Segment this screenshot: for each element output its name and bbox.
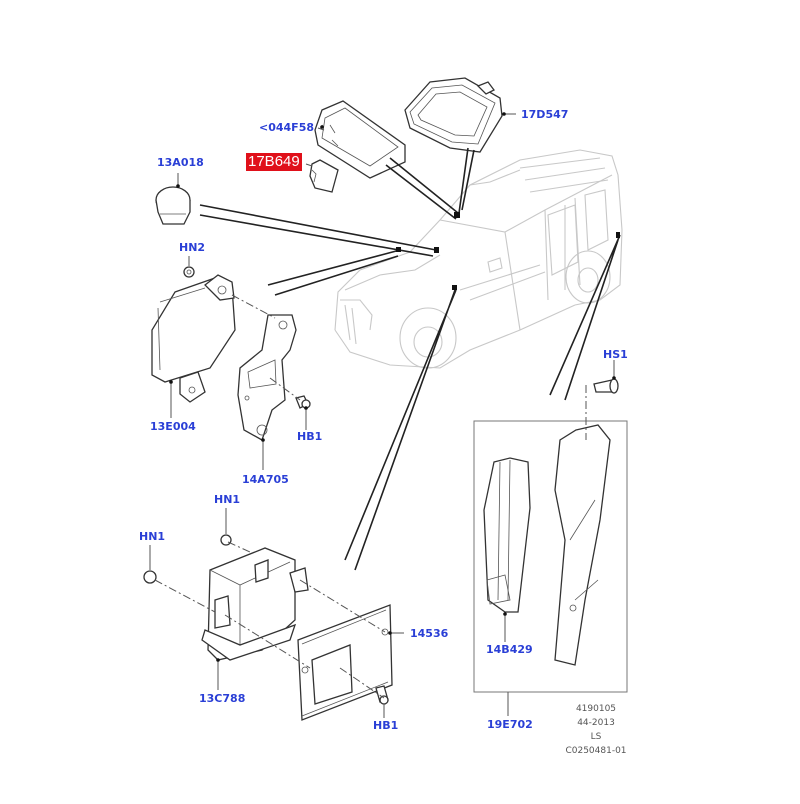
part-13c788-art bbox=[143, 534, 309, 661]
part-label-14536[interactable]: 14536 bbox=[410, 627, 449, 640]
part-14b429-art bbox=[483, 457, 531, 613]
label-leaders bbox=[149, 112, 616, 718]
part-label-13c788[interactable]: 13C788 bbox=[199, 692, 246, 705]
part-label-19e702[interactable]: 19E702 bbox=[487, 718, 533, 731]
part-label-14a705[interactable]: 14A705 bbox=[242, 473, 289, 486]
kit-bracket-art bbox=[554, 424, 611, 666]
part-label-hb1-lower[interactable]: HB1 bbox=[373, 719, 399, 732]
kit-box-19e702 bbox=[473, 420, 628, 693]
part-17d547-art bbox=[404, 77, 503, 153]
part-label-hn1-left[interactable]: HN1 bbox=[139, 530, 166, 543]
part-label-hs1[interactable]: HS1 bbox=[603, 348, 628, 361]
part-hb1-b-art bbox=[375, 685, 389, 705]
part-label-14b429[interactable]: 14B429 bbox=[486, 643, 533, 656]
part-label-13a018[interactable]: 13A018 bbox=[157, 156, 204, 169]
reference-line-3: LS bbox=[590, 732, 602, 742]
reference-line-1: 4190105 bbox=[575, 704, 617, 714]
vehicle-outline bbox=[334, 149, 623, 369]
part-label-hn2[interactable]: HN2 bbox=[179, 241, 206, 254]
part-13e004-art bbox=[151, 266, 236, 403]
part-label-044f58[interactable]: <044F58 bbox=[259, 121, 314, 134]
part-14536-art bbox=[297, 604, 393, 721]
part-label-17b649-highlighted[interactable]: 17B649 bbox=[246, 153, 302, 171]
part-17b649-art bbox=[309, 159, 339, 193]
part-label-17d547[interactable]: 17D547 bbox=[521, 108, 569, 121]
reference-line-2: 44-2013 bbox=[577, 718, 615, 728]
leader-lines bbox=[199, 147, 621, 571]
part-14a705-art bbox=[237, 314, 297, 441]
part-label-hn1-upper[interactable]: HN1 bbox=[214, 493, 241, 506]
part-hs1-art bbox=[593, 378, 619, 394]
part-13a018-art bbox=[155, 186, 191, 225]
part-label-13e004[interactable]: 13E004 bbox=[150, 420, 196, 433]
reference-line-4: C0250481-01 bbox=[565, 746, 627, 756]
part-hb1-a-art bbox=[295, 395, 311, 409]
part-label-hb1-upper[interactable]: HB1 bbox=[297, 430, 323, 443]
part-044f58-art bbox=[314, 100, 406, 179]
